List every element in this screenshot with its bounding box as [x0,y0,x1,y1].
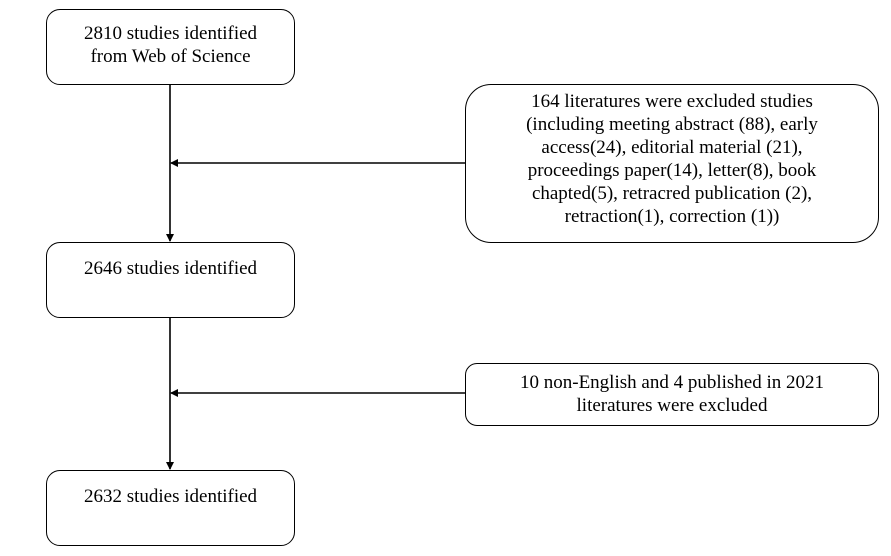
exclusion2-line-1: 10 non-English and 4 published in 2021 [520,372,824,393]
exclusion1-line-3: access(24), editorial material (21), [541,137,803,158]
exclusion1-line-2: (including meeting abstract (88), early [526,114,818,135]
step1-line-2: from Web of Science [90,46,251,67]
step-box-initial-studies: 2810 studies identified from Web of Scie… [46,9,295,85]
exclusion1-line-5: chapted(5), retracred publication (2), [531,183,813,204]
exclusion1-line-4: proceedings paper(14), letter(8), book [527,160,817,181]
step-box-after-type-exclusion: 2646 studies identified [46,242,295,318]
step1-line-1: 2810 studies identified [83,23,258,44]
exclusion-box-language-year: 10 non-English and 4 published in 2021 l… [465,363,879,426]
step3-line-1: 2632 studies identified [83,486,258,507]
step2-line-1: 2646 studies identified [83,258,258,279]
step-box-final-studies: 2632 studies identified [46,470,295,546]
exclusion1-line-1: 164 literatures were excluded studies [531,91,813,112]
exclusion-box-document-types: 164 literatures were excluded studies (i… [465,84,879,243]
exclusion1-line-6: retraction(1), correction (1)) [564,206,780,227]
exclusion2-line-2: literatures were excluded [576,395,768,416]
